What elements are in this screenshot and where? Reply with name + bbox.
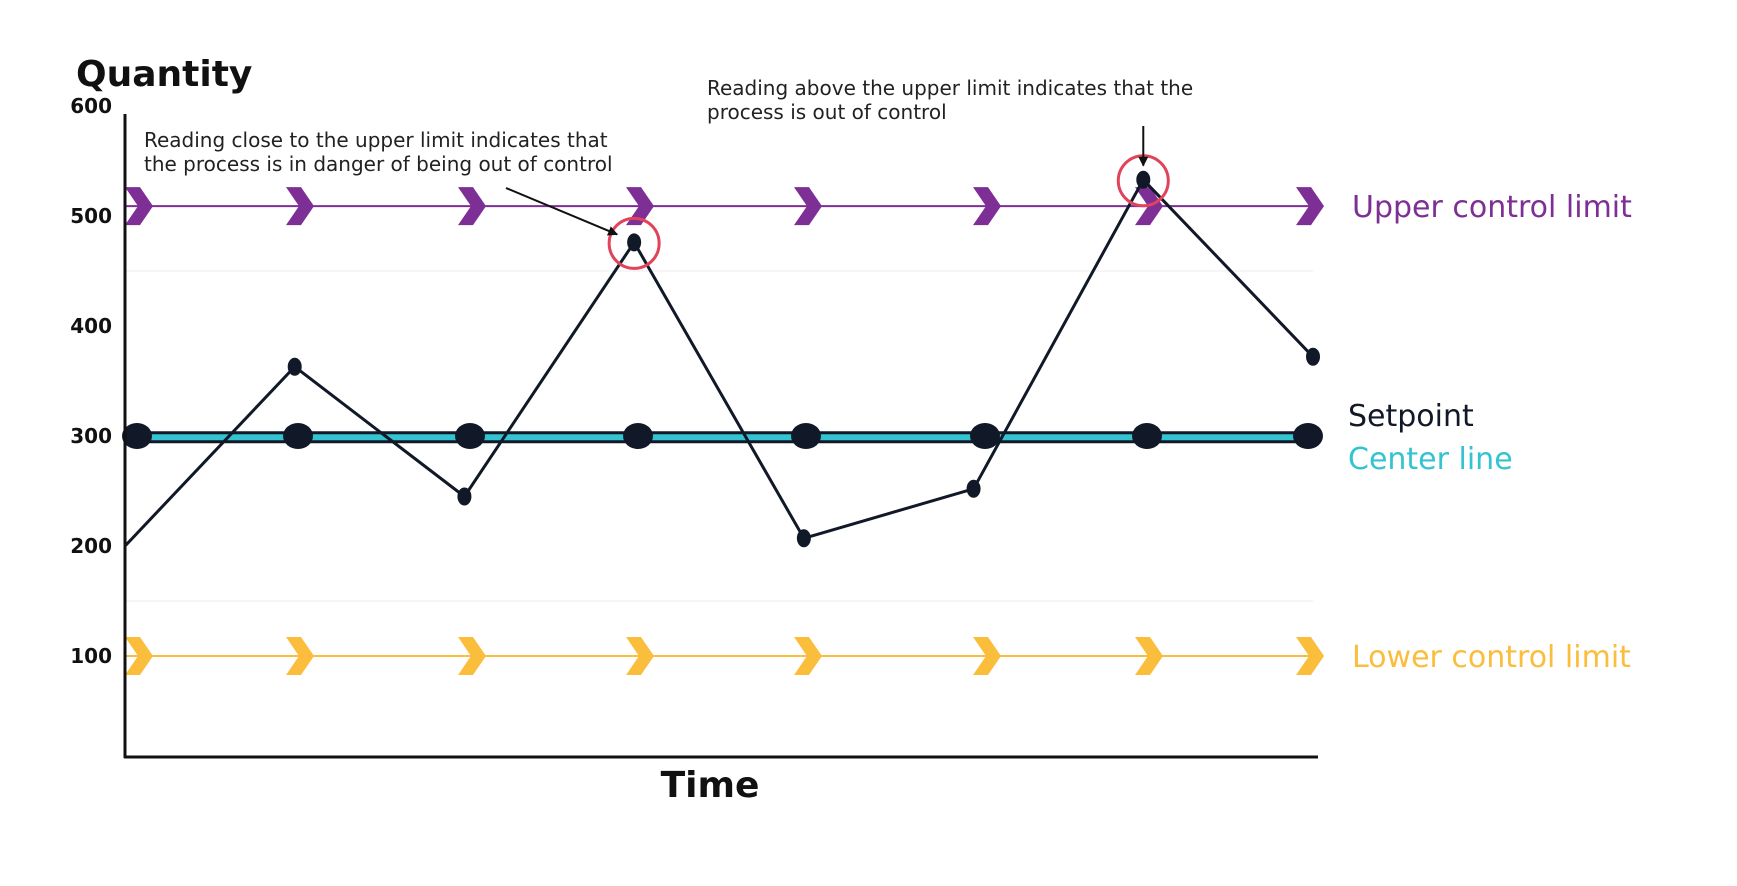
lower-limit-chevron [1135, 637, 1163, 675]
setpoint-dot [970, 423, 1000, 449]
annotation-arrow [505, 187, 619, 236]
lower-limit-chevron [125, 637, 153, 675]
upper-limit-chevron [286, 187, 314, 226]
y-axis-title: Quantity [76, 54, 252, 95]
upper-limit-chevron [973, 187, 1001, 226]
lower-limit-label: Lower control limit [1352, 640, 1631, 675]
data-point [796, 529, 811, 548]
lower-limit-chevron [626, 637, 654, 675]
lower-limit-chevron [286, 637, 314, 675]
upper-limit-chevron [125, 187, 153, 226]
upper-limit-chevron [794, 187, 822, 226]
data-point [627, 233, 642, 252]
y-tick-label: 400 [70, 314, 112, 338]
upper-limit-chevron [1296, 187, 1324, 226]
setpoint-dot [623, 423, 653, 449]
x-axis-title: Time [661, 765, 760, 806]
setpoint-dot [1132, 423, 1162, 449]
setpoint-label: Setpoint [1348, 399, 1474, 434]
upper-limit-chevron [458, 187, 486, 226]
highlight-circles [607, 154, 1170, 270]
data-point [287, 357, 302, 376]
y-tick-label: 500 [70, 204, 112, 228]
upper-limit-chevron [626, 187, 654, 226]
axes: 100 200 300 400 500 600 [70, 94, 1318, 759]
y-tick-label: 200 [70, 534, 112, 558]
series-polyline [123, 178, 1315, 548]
data-point [1306, 347, 1320, 366]
annotation-text-line: Reading above the upper limit indicates … [707, 76, 1193, 100]
data-point [1136, 170, 1151, 189]
labels: Quantity Time [76, 54, 759, 806]
gridlines [125, 270, 1313, 602]
series-line [123, 170, 1320, 548]
lower-limit-chevron [973, 637, 1001, 675]
setpoint-dot [122, 423, 152, 449]
lower-limit-chevron [794, 637, 822, 675]
center-line-label: Center line [1348, 442, 1513, 477]
annotation-text-line: Reading close to the upper limit indicat… [144, 128, 608, 152]
setpoint-dot [1293, 423, 1323, 449]
upper-limit-label: Upper control limit [1352, 190, 1632, 225]
annotations: Reading close to the upper limit indicat… [144, 76, 1193, 236]
data-point [457, 487, 472, 506]
lower-limit-chevron [458, 637, 486, 675]
setpoint-dot [283, 423, 313, 449]
setpoint-dot [455, 423, 485, 449]
y-tick-label: 100 [70, 644, 112, 668]
setpoint-dot [791, 423, 821, 449]
highlight-circle [607, 216, 661, 270]
annotation-text-line: process is out of control [707, 100, 947, 124]
y-tick-label: 300 [70, 424, 112, 448]
annotation-text-line: the process is in danger of being out of… [144, 152, 613, 176]
lower-limit-chevron [1296, 637, 1324, 675]
data-point [966, 479, 981, 498]
y-tick-label: 600 [70, 94, 112, 118]
